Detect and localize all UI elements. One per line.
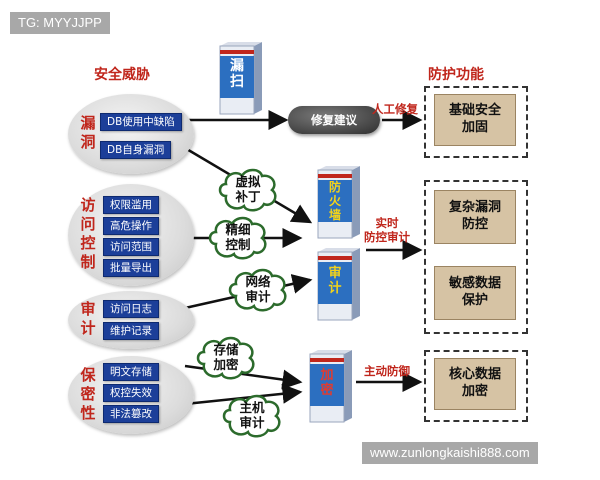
- privacy-tag-1: 明文存储: [103, 363, 159, 381]
- function-scroll-2: 复杂漏洞 防控: [434, 190, 516, 244]
- cloud-storage-encrypt: 存储 加密: [194, 334, 258, 380]
- product-box-audit: 审 计: [314, 248, 360, 321]
- functions-header: 防护功能: [428, 67, 484, 83]
- label-active-defense: 主动防御: [364, 364, 410, 378]
- audit-tag-1: 访问日志: [103, 300, 159, 318]
- product-audit-label: 审 计: [328, 266, 342, 296]
- audit-category-label: 审 计: [80, 300, 96, 337]
- access-tag-1: 权限滥用: [103, 196, 159, 214]
- product-box-encrypt: 加 密: [306, 350, 352, 423]
- cloud-shape-icon: [228, 268, 287, 312]
- cloud-shape-icon: [218, 168, 277, 212]
- product-scanner-label: 漏 扫: [230, 58, 244, 90]
- product-box-icon: [317, 166, 360, 239]
- threats-header: 安全威胁: [94, 67, 150, 83]
- cloud-fine-control: 精细 控制: [206, 214, 270, 260]
- function-scroll-4: 核心数据 加密: [434, 358, 516, 410]
- vuln-oval: [68, 94, 194, 174]
- access-tag-4: 批量导出: [103, 259, 159, 277]
- label-realtime: 实时 防控审计: [364, 216, 410, 244]
- access-category-label: 访 问 控 制: [80, 196, 96, 271]
- function-label-1: 基础安全 加固: [448, 103, 501, 135]
- vuln-tag-1: DB使用中缺陷: [100, 113, 182, 131]
- cloud-network-audit: 网络 审计: [226, 266, 290, 312]
- product-box-icon: [317, 248, 360, 321]
- cloud-virtual-patch: 虚拟 补丁: [216, 166, 280, 212]
- function-label-4: 核心数据 加密: [448, 367, 501, 399]
- product-box-firewall: 防 火 墙: [314, 166, 360, 239]
- function-label-2: 复杂漏洞 防控: [448, 200, 501, 232]
- privacy-tag-2: 权控失效: [103, 384, 159, 402]
- watermark-top: TG: MYYJJPP: [10, 12, 110, 34]
- vuln-category-label: 漏 洞: [80, 114, 96, 151]
- privacy-tag-3: 非法篡改: [103, 405, 159, 423]
- fix-suggestion-pill: 修复建议: [288, 106, 380, 134]
- function-scroll-3: 敏感数据 保护: [434, 266, 516, 320]
- product-encrypt-label: 加 密: [320, 368, 334, 398]
- cloud-host-audit: 主机 审计: [220, 392, 284, 438]
- product-firewall-label: 防 火 墙: [328, 180, 341, 222]
- audit-tag-2: 维护记录: [103, 322, 159, 340]
- arrow-privacy-to-encrypt-2: [184, 383, 303, 406]
- product-box-icon: [219, 42, 262, 115]
- function-label-3: 敏感数据 保护: [448, 276, 501, 308]
- privacy-category-label: 保 密 性: [80, 366, 96, 422]
- vuln-tag-2: DB自身漏洞: [100, 141, 172, 159]
- access-tag-2: 高危操作: [103, 217, 159, 235]
- product-box-icon: [309, 350, 352, 423]
- product-box-scanner: 漏 扫: [216, 42, 262, 115]
- label-manual-fix: 人工修复: [372, 102, 418, 116]
- watermark-bottom: www.zunlongkaishi888.com: [362, 442, 538, 464]
- access-tag-3: 访问范围: [103, 238, 159, 256]
- cloud-shape-icon: [196, 336, 255, 380]
- cloud-shape-icon: [222, 394, 281, 438]
- cloud-shape-icon: [208, 216, 267, 260]
- function-scroll-1: 基础安全 加固: [434, 94, 516, 146]
